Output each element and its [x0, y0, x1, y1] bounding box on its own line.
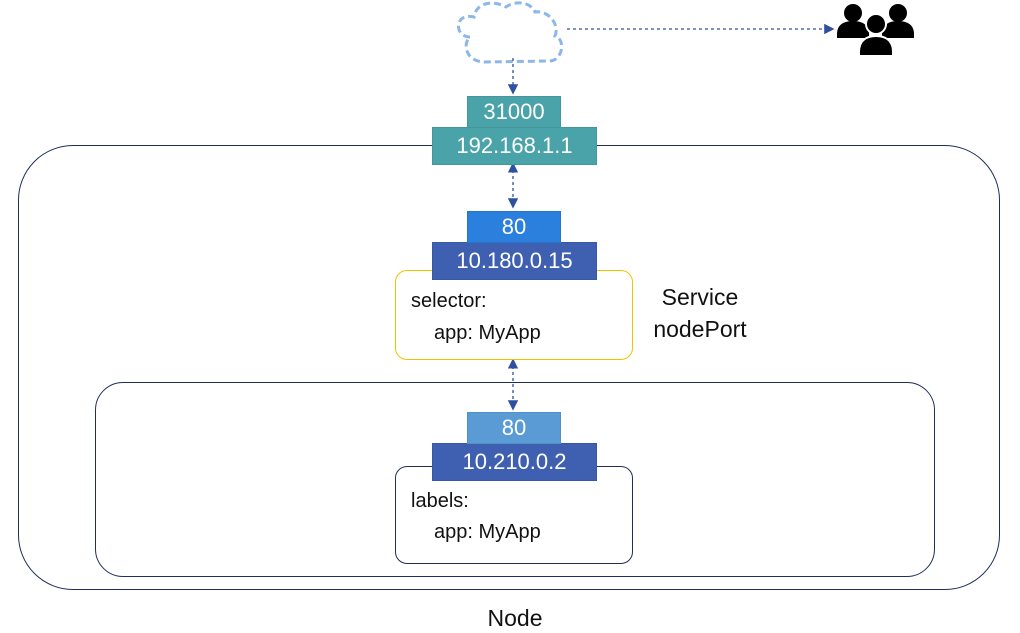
selector-label: selector:	[411, 290, 487, 312]
pod-ip-tag: 10.210.0.2	[432, 443, 597, 481]
selector-value: app: MyApp	[434, 322, 541, 344]
node-ip-tag: 192.168.1.1	[432, 127, 597, 165]
users-icon	[837, 4, 914, 57]
service-title: Service	[661, 284, 739, 310]
cloud-icon	[457, 1, 564, 64]
node-label: Node	[487, 605, 543, 631]
node-port-tag: 31000	[467, 96, 561, 128]
labels-value: app: MyApp	[434, 521, 541, 543]
pod-port-tag: 80	[467, 412, 561, 444]
service-type-label: Service nodePort	[640, 282, 760, 345]
labels-label: labels:	[411, 490, 469, 512]
service-ip-tag: 10.180.0.15	[432, 242, 597, 280]
service-selector-card: selector: app: MyApp	[395, 270, 633, 360]
pod-labels-card: labels: app: MyApp	[395, 466, 633, 564]
service-subtitle: nodePort	[653, 315, 747, 342]
service-port-tag: 80	[467, 211, 561, 243]
